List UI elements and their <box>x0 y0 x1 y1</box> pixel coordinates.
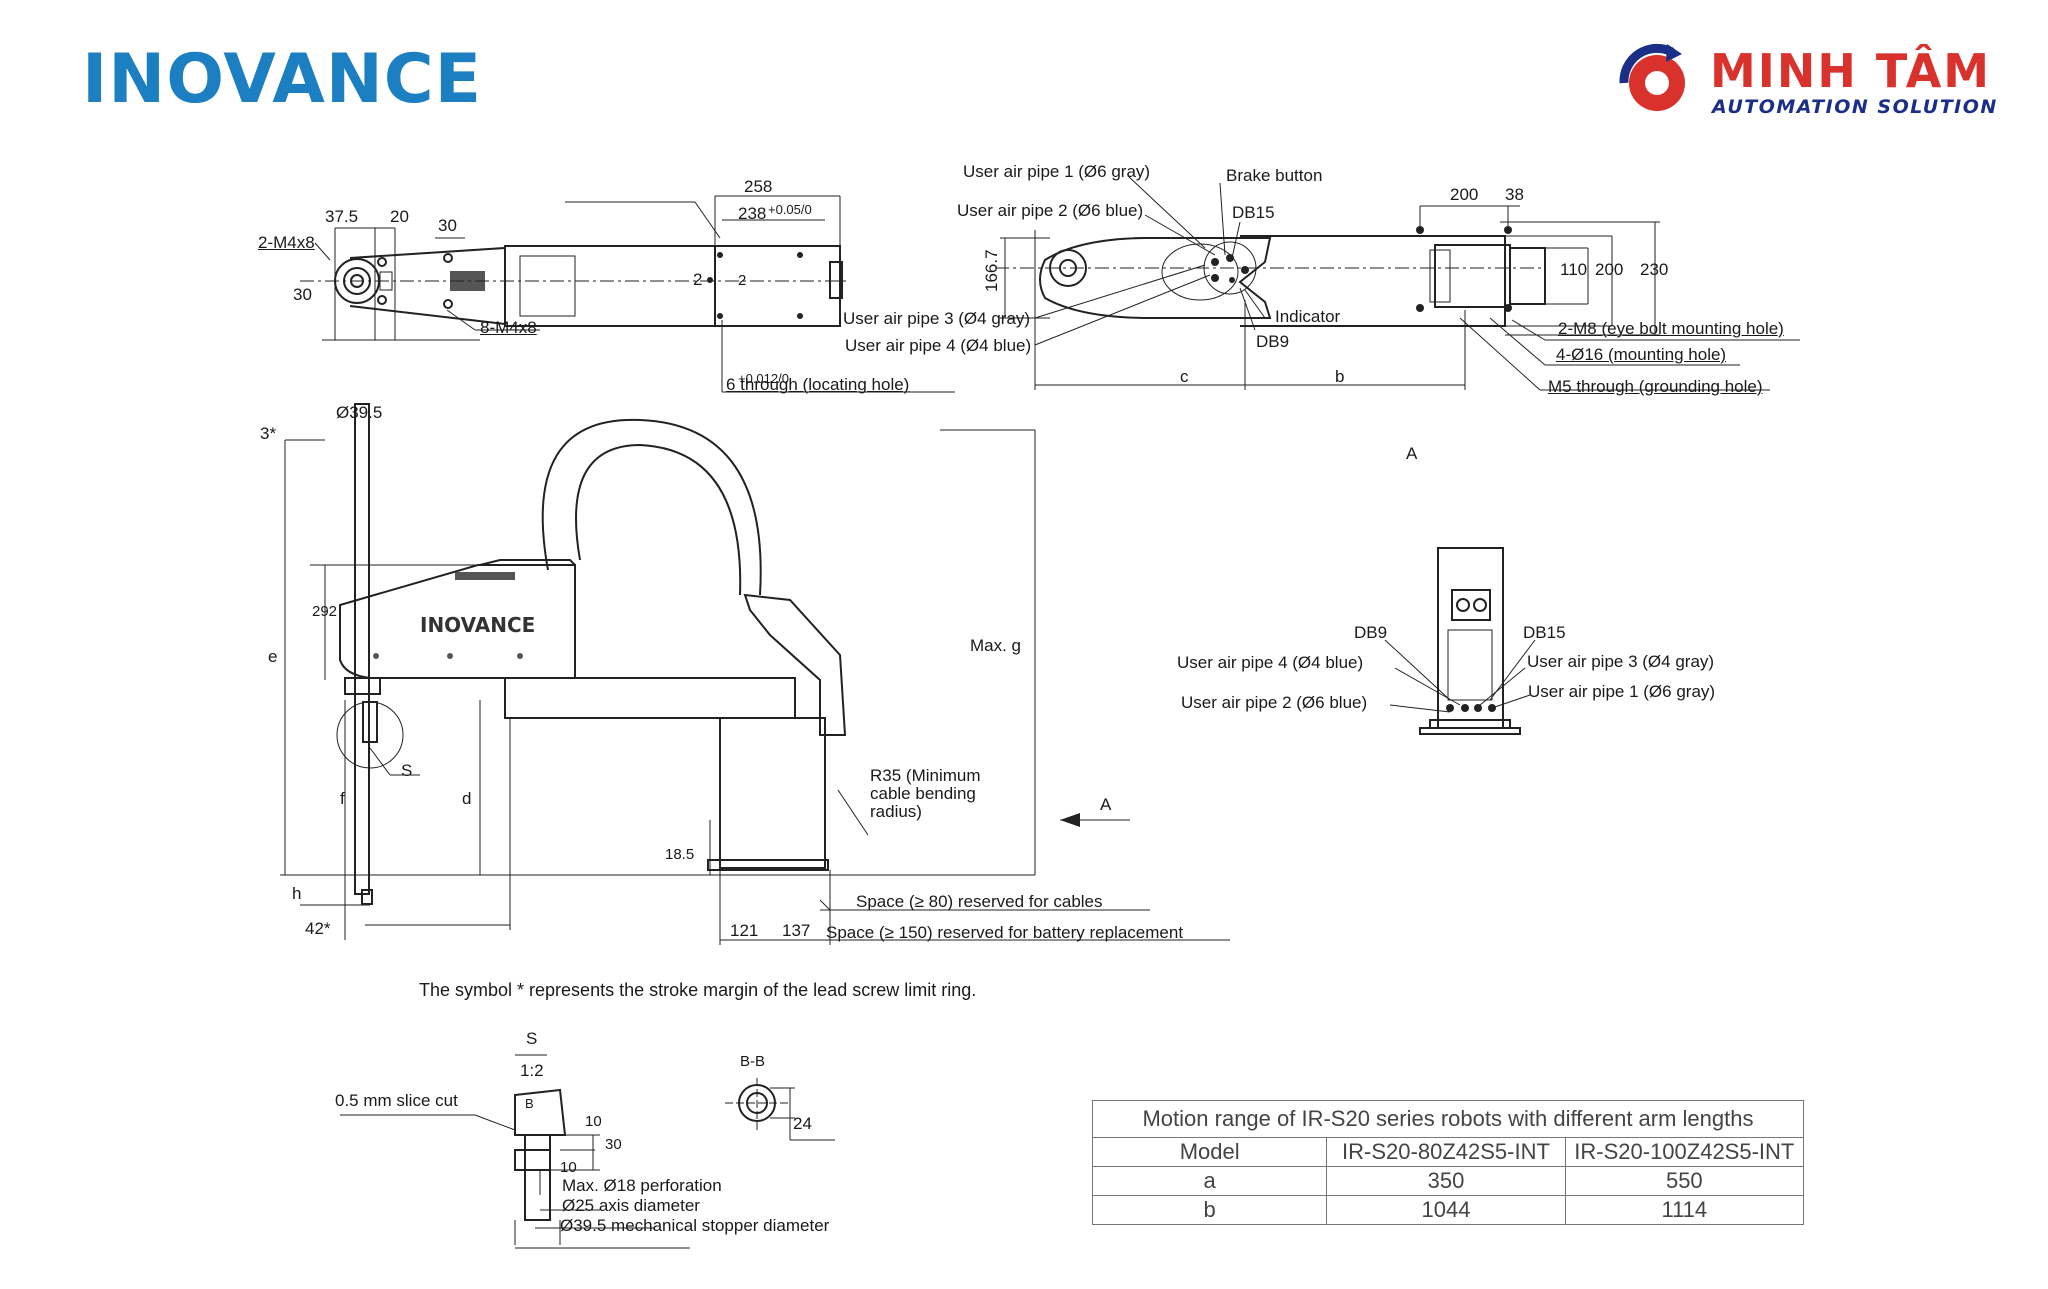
dim-phi-39-5: Ø39.5 <box>336 403 383 422</box>
dim-b: b <box>1335 367 1345 386</box>
label-8-m4x8: 8-M4x8 <box>480 318 537 337</box>
label-mounting-hole: 4-Ø16 (mounting hole) <box>1556 345 1727 364</box>
minh-tam-title: MINH TÂM <box>1710 44 1992 98</box>
dim-37-5: 37.5 <box>325 207 359 226</box>
label-grounding-hole: M5 through (grounding hole) <box>1548 377 1763 396</box>
detail-s-title: S <box>526 1029 538 1048</box>
table-header: Model <box>1091 1137 1328 1167</box>
section-bb-title: B-B <box>740 1053 766 1070</box>
label-perforation: Max. Ø18 perforation <box>562 1176 722 1195</box>
dim-38: 38 <box>1505 185 1524 204</box>
table-cell: 1044 <box>1326 1195 1566 1225</box>
label-axis-diameter: Ø25 axis diameter <box>562 1196 700 1215</box>
label-b: B <box>525 1096 534 1111</box>
label-pipe2-top: User air pipe 2 (Ø6 blue) <box>957 201 1144 220</box>
table-row: a 350 550 <box>1091 1166 1805 1196</box>
label-battery-space: Space (≥ 150) reserved for battery repla… <box>826 923 1184 942</box>
label-r35: R35 (Minimum cable bending radius) <box>870 766 981 821</box>
label-db15-a: DB15 <box>1523 623 1566 642</box>
dim-42-star: 42* <box>305 919 331 938</box>
dim-30-s: 30 <box>605 1136 622 1153</box>
label-slice-cut: 0.5 mm slice cut <box>335 1091 458 1110</box>
motion-range-table: Motion range of IR-S20 series robots wit… <box>1091 1100 1805 1225</box>
view-a <box>1384 547 1536 735</box>
detail-s <box>340 1054 690 1249</box>
label-pipe1-top: User air pipe 1 (Ø6 gray) <box>963 162 1151 181</box>
hole-tol: +0.012/0 <box>738 371 789 386</box>
label-2-m4x8: 2-M4x8 <box>258 233 315 252</box>
dim-121: 121 <box>730 921 759 940</box>
label-db15-top: DB15 <box>1232 203 1275 222</box>
label-pipe3-a: User air pipe 3 (Ø4 gray) <box>1527 652 1715 671</box>
view-a-arrow-label: A <box>1100 795 1112 814</box>
dim-24: 24 <box>793 1114 812 1133</box>
table-header: IR-S20-80Z42S5-INT <box>1326 1137 1566 1167</box>
dim-10a: 10 <box>585 1113 602 1130</box>
label-eyebolt: 2-M8 (eye bolt mounting hole) <box>1558 319 1784 338</box>
label-pipe4-a: User air pipe 4 (Ø4 blue) <box>1177 653 1364 672</box>
label-cable-space: Space (≥ 80) reserved for cables <box>856 892 1103 911</box>
table-cell: b <box>1091 1195 1328 1225</box>
detail-s-scale: 1:2 <box>520 1061 544 1080</box>
dim-137: 137 <box>782 921 811 940</box>
label-db9-top: DB9 <box>1256 332 1290 351</box>
side-view <box>280 403 1230 945</box>
top-view-left <box>300 195 955 393</box>
table-header: IR-S20-100Z42S5-INT <box>1564 1137 1805 1167</box>
inovance-logo: INOVANCE <box>82 40 483 119</box>
dim-3-star: 3* <box>260 424 277 443</box>
dim-2b: 2 <box>738 272 747 289</box>
label-stopper-diameter: Ø39.5 mechanical stopper diameter <box>560 1216 830 1235</box>
table-row: b 1044 1114 <box>1091 1195 1805 1225</box>
label-pipe4-top: User air pipe 4 (Ø4 blue) <box>845 336 1032 355</box>
robot-brand-text: INOVANCE <box>420 613 535 637</box>
dim-2a: 2 <box>693 270 703 289</box>
top-view-right <box>995 175 1800 391</box>
dim-238: 238 <box>738 204 767 223</box>
dim-h: h <box>292 884 302 903</box>
dim-200b: 200 <box>1595 260 1624 279</box>
dim-292: 292 <box>312 603 338 620</box>
minh-tam-subtitle: AUTOMATION SOLUTION <box>1712 96 1998 118</box>
label-detail-s: S <box>401 761 413 780</box>
label-db9-a: DB9 <box>1354 623 1388 642</box>
dim-20: 20 <box>390 207 409 226</box>
dim-max-g: Max. g <box>970 636 1022 655</box>
label-brake-button: Brake button <box>1226 166 1323 185</box>
dim-230: 230 <box>1640 260 1669 279</box>
table-cell: a <box>1091 1166 1328 1196</box>
label-pipe2-a: User air pipe 2 (Ø6 blue) <box>1181 693 1368 712</box>
dim-258: 258 <box>744 177 773 196</box>
dim-10b: 10 <box>560 1159 577 1176</box>
dim-200: 200 <box>1450 185 1479 204</box>
section-bb <box>725 1078 835 1141</box>
label-indicator: Indicator <box>1275 307 1341 326</box>
table-cell: 550 <box>1564 1166 1805 1196</box>
dim-f: f <box>340 789 345 808</box>
dim-30-side: 30 <box>293 285 312 304</box>
dim-c: c <box>1180 367 1189 386</box>
view-a-title: A <box>1406 444 1418 463</box>
dim-d: d <box>462 789 472 808</box>
dim-166-7: 166.7 <box>982 249 1001 292</box>
dim-e: e <box>268 647 278 666</box>
table-caption: Motion range of IR-S20 series robots wit… <box>1092 1100 1804 1138</box>
dim-30-top: 30 <box>438 216 457 235</box>
stroke-margin-note: The symbol * represents the stroke margi… <box>419 980 977 1000</box>
dim-238-tol: +0.05/0 <box>768 202 812 217</box>
dim-18-5: 18.5 <box>665 846 695 863</box>
label-locating-hole: 6 through (locating hole) <box>726 375 910 394</box>
table-cell: 1114 <box>1564 1195 1805 1225</box>
table-cell: 350 <box>1326 1166 1566 1196</box>
minh-tam-logo: MINH TÂM AUTOMATION SOLUTION <box>1612 38 2032 128</box>
label-pipe3-top: User air pipe 3 (Ø4 gray) <box>843 309 1031 328</box>
dim-110: 110 <box>1560 260 1588 279</box>
label-pipe1-a: User air pipe 1 (Ø6 gray) <box>1528 682 1716 701</box>
gear-icon <box>1619 43 1685 111</box>
